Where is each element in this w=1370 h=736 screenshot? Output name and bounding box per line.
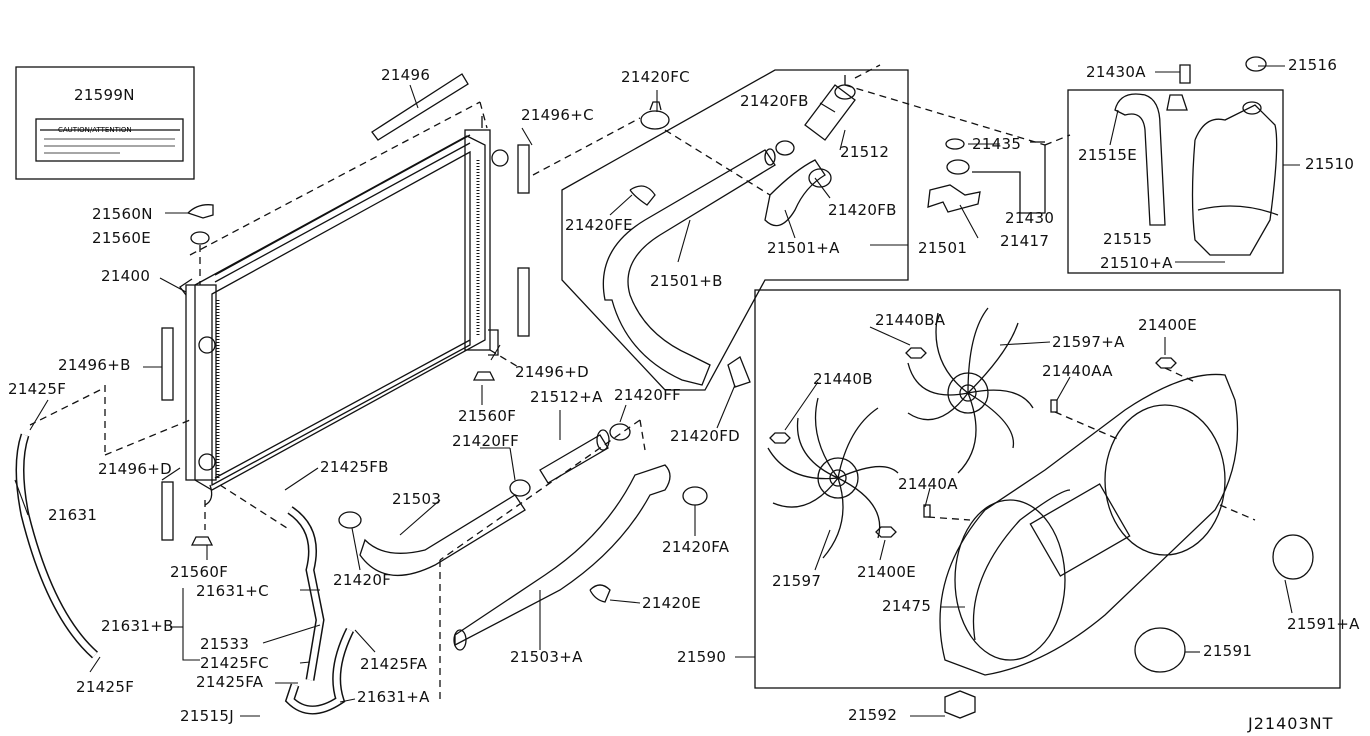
part-label-21440BA[interactable]: 21440BA bbox=[875, 311, 946, 329]
part-label-21515J[interactable]: 21515J bbox=[180, 707, 234, 725]
part-label-21496[interactable]: 21496 bbox=[381, 66, 431, 84]
part-label-21420F[interactable]: 21420F bbox=[333, 571, 392, 589]
fan-guides bbox=[927, 367, 1256, 521]
part-label-21597A[interactable]: 21597+A bbox=[1052, 333, 1125, 351]
fan-shroud-group bbox=[754, 289, 1341, 719]
part-label-21591[interactable]: 21591 bbox=[1203, 642, 1253, 660]
part-label-21420FF[interactable]: 21420FF bbox=[452, 432, 520, 450]
diagram-reference-code: J21403NT bbox=[1248, 714, 1334, 733]
part-label-21420FB[interactable]: 21420FB bbox=[828, 201, 897, 219]
part-label-21400E-left[interactable]: 21400E bbox=[857, 563, 916, 581]
caution-label-box bbox=[15, 66, 195, 180]
dashed-guides bbox=[29, 101, 771, 700]
radiator-assembly bbox=[179, 116, 509, 506]
clamp-21420FC bbox=[640, 101, 670, 130]
part-label-21440A[interactable]: 21440A bbox=[898, 475, 958, 493]
part-label-21560N[interactable]: 21560N bbox=[92, 205, 153, 223]
part-label-21503[interactable]: 21503 bbox=[392, 490, 442, 508]
part-label-21496D-right[interactable]: 21496+D bbox=[515, 363, 589, 381]
part-label-21501A[interactable]: 21501+A bbox=[767, 239, 840, 257]
part-label-21420FA-right[interactable]: 21420FA bbox=[662, 538, 730, 556]
part-label-21475[interactable]: 21475 bbox=[882, 597, 932, 615]
part-label-21590[interactable]: 21590 bbox=[677, 648, 727, 666]
part-label-21591A[interactable]: 21591+A bbox=[1287, 615, 1360, 633]
part-label-21430A[interactable]: 21430A bbox=[1086, 63, 1146, 81]
part-label-21560F-right[interactable]: 21560F bbox=[458, 407, 517, 425]
leader-lines bbox=[14, 65, 1300, 717]
part-label-21496C[interactable]: 21496+C bbox=[521, 106, 594, 124]
part-label-21430[interactable]: 21430 bbox=[1005, 209, 1055, 227]
part-label-21512[interactable]: 21512 bbox=[840, 143, 890, 161]
part-label-21425FC[interactable]: 21425FC bbox=[200, 654, 269, 672]
part-label-21420FC[interactable]: 21420FC bbox=[621, 68, 690, 86]
part-label-21425F-bottom[interactable]: 21425F bbox=[76, 678, 135, 696]
part-label-21533[interactable]: 21533 bbox=[200, 635, 250, 653]
part-label-21420E[interactable]: 21420E bbox=[642, 594, 701, 612]
part-label-21440B[interactable]: 21440B bbox=[813, 370, 873, 388]
part-label-21420FF-right[interactable]: 21420FF bbox=[614, 386, 682, 404]
part-label-21510A[interactable]: 21510+A bbox=[1100, 254, 1173, 272]
part-label-21631A[interactable]: 21631+A bbox=[357, 688, 430, 706]
part-label-21501[interactable]: 21501 bbox=[918, 239, 968, 257]
part-label-21631C[interactable]: 21631+C bbox=[196, 582, 269, 600]
reservoir-guides bbox=[844, 64, 1071, 146]
caution-label-text: CAUTION/ATTENTION bbox=[58, 126, 132, 134]
part-label-21503A[interactable]: 21503+A bbox=[510, 648, 583, 666]
part-label-21400[interactable]: 21400 bbox=[101, 267, 151, 285]
reservoir-group bbox=[1067, 56, 1284, 274]
part-label-21501B[interactable]: 21501+B bbox=[650, 272, 723, 290]
part-label-21516[interactable]: 21516 bbox=[1288, 56, 1338, 74]
part-label-21420FE[interactable]: 21420FE bbox=[565, 216, 633, 234]
mounts bbox=[186, 204, 496, 546]
part-label-21435[interactable]: 21435 bbox=[972, 135, 1022, 153]
part-label-21597[interactable]: 21597 bbox=[772, 572, 822, 590]
part-label-21425FA-right[interactable]: 21425FA bbox=[360, 655, 428, 673]
part-label-21631[interactable]: 21631 bbox=[48, 506, 98, 524]
part-label-21496D-left[interactable]: 21496+D bbox=[98, 460, 172, 478]
part-label-21515E[interactable]: 21515E bbox=[1078, 146, 1137, 164]
part-label-21631B[interactable]: 21631+B bbox=[101, 617, 174, 635]
part-label-21420FD[interactable]: 21420FD bbox=[670, 427, 740, 445]
part-label-21400E-right[interactable]: 21400E bbox=[1138, 316, 1197, 334]
part-label-21560E[interactable]: 21560E bbox=[92, 229, 151, 247]
part-label-21425F-top[interactable]: 21425F bbox=[8, 380, 67, 398]
seal-strips bbox=[161, 73, 530, 541]
lower-hose-group bbox=[15, 423, 708, 715]
part-label-21425FA-left[interactable]: 21425FA bbox=[196, 673, 264, 691]
part-label-21512A[interactable]: 21512+A bbox=[530, 388, 603, 406]
part-label-21496B[interactable]: 21496+B bbox=[58, 356, 131, 374]
part-label-21420FB-top[interactable]: 21420FB bbox=[740, 92, 809, 110]
part-label-21560F-left[interactable]: 21560F bbox=[170, 563, 229, 581]
part-label-21599N[interactable]: 21599N bbox=[74, 86, 135, 104]
part-label-21515[interactable]: 21515 bbox=[1103, 230, 1153, 248]
part-label-21425FB[interactable]: 21425FB bbox=[320, 458, 389, 476]
part-label-21510[interactable]: 21510 bbox=[1305, 155, 1355, 173]
part-label-21440AA[interactable]: 21440AA bbox=[1042, 362, 1113, 380]
part-label-21592[interactable]: 21592 bbox=[848, 706, 898, 724]
bracket-21430 bbox=[927, 138, 1046, 214]
part-label-21417[interactable]: 21417 bbox=[1000, 232, 1050, 250]
